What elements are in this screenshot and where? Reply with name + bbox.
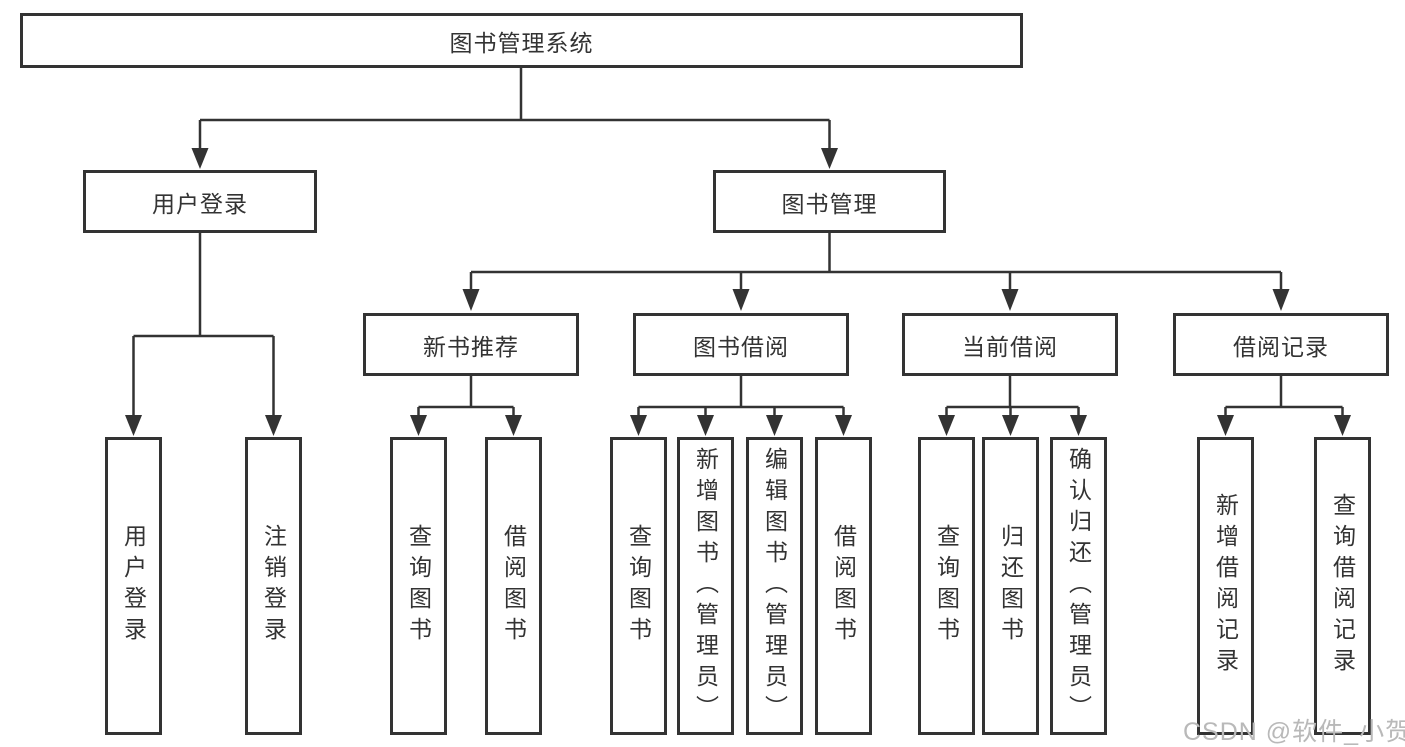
leaf-add-borrow-record: 新增借阅记录 [1197, 437, 1254, 735]
arrowhead-new-book [462, 289, 480, 311]
leaf-user-login: 用户登录 [105, 437, 162, 735]
node-book-management: 图书管理 [713, 170, 946, 233]
node-book-borrowing: 图书借阅 [633, 313, 849, 376]
leaf-logout: 注销登录 [245, 437, 302, 735]
leaf-newbook-borrow-books: 借阅图书 [485, 437, 542, 735]
arrowhead-current-borrow [1001, 289, 1019, 311]
connector-book-borrow-children [637, 376, 845, 417]
connector-new-book-children [417, 376, 515, 417]
csdn-watermark: CSDN @软件_小贺同学 [1183, 718, 1405, 746]
leaf-query-borrow-record: 查询借阅记录 [1314, 437, 1371, 735]
arrowhead-book-borrow [732, 289, 750, 311]
arrowhead-user-login [191, 148, 209, 169]
connector-current-borrow-children [945, 376, 1080, 417]
leaf-return-books: 归还图书 [982, 437, 1039, 735]
leaf-confirm-return-admin: 确认归还（管理员） [1050, 437, 1107, 735]
leaf-borrow-books: 借阅图书 [815, 437, 872, 735]
node-system: 图书管理系统 [20, 13, 1023, 68]
node-new-book-recommend: 新书推荐 [363, 313, 579, 376]
arrowhead-book-management [821, 148, 838, 169]
arrowhead-borrow-records [1272, 289, 1290, 311]
leaf-add-books-admin: 新增图书（管理员） [677, 437, 734, 735]
arrowhead-leaf-logout [265, 415, 282, 436]
connector-user-login-children [132, 233, 275, 417]
node-borrowing-records: 借阅记录 [1173, 313, 1389, 376]
connector-borrow-records-children [1224, 376, 1344, 417]
connector-book-mgmt-children [469, 233, 1283, 291]
connector-root-level2 [198, 68, 831, 150]
leaf-newbook-query-books: 查询图书 [390, 437, 447, 735]
node-current-borrowing: 当前借阅 [902, 313, 1118, 376]
arrowhead-leaf-login [125, 415, 142, 436]
leaf-borrow-query-books: 查询图书 [610, 437, 667, 735]
leaf-edit-books-admin: 编辑图书（管理员） [746, 437, 803, 735]
node-user-login: 用户登录 [83, 170, 317, 233]
leaf-current-query-books: 查询图书 [918, 437, 975, 735]
